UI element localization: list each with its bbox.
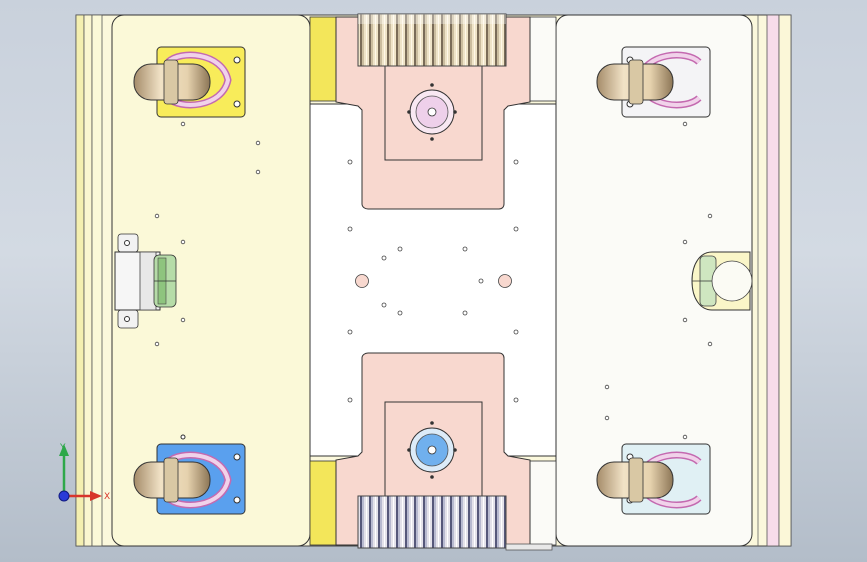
right-rail-outer <box>778 14 792 547</box>
right-spacer-top <box>529 16 557 102</box>
caster-bottom-left[interactable] <box>133 434 246 515</box>
right-spacer-bottom <box>529 460 557 546</box>
drive-hub-top[interactable] <box>407 83 457 141</box>
top-gear-highlight <box>358 14 506 24</box>
caster-top-left[interactable] <box>133 46 246 118</box>
drive-hub-bottom[interactable] <box>407 421 457 479</box>
y-axis-label: Y <box>59 443 66 453</box>
x-axis-label: X <box>104 492 110 502</box>
right-rail-pink <box>766 14 780 547</box>
caster-top-right[interactable] <box>596 46 711 118</box>
caster-bottom-right[interactable] <box>596 443 711 515</box>
side-latch-left[interactable] <box>114 233 177 329</box>
top-drive-gear[interactable] <box>357 13 507 67</box>
yellow-bar-bottom <box>309 460 337 546</box>
locating-pin-left <box>355 274 369 288</box>
left-rail-inner <box>91 14 103 547</box>
bottom-drive-gear[interactable] <box>357 495 507 549</box>
side-latch-right[interactable] <box>691 251 753 311</box>
center-plate-holes <box>347 159 519 403</box>
orientation-triad[interactable]: Y X <box>44 438 114 510</box>
locating-pin-right <box>498 274 512 288</box>
x-axis-arrow <box>90 491 102 501</box>
bottom-bracket <box>505 543 553 551</box>
yellow-bar-top <box>309 16 337 102</box>
z-axis-dot <box>58 490 70 502</box>
side-plate-holes <box>154 121 713 440</box>
y-axis-arrow <box>59 444 69 456</box>
